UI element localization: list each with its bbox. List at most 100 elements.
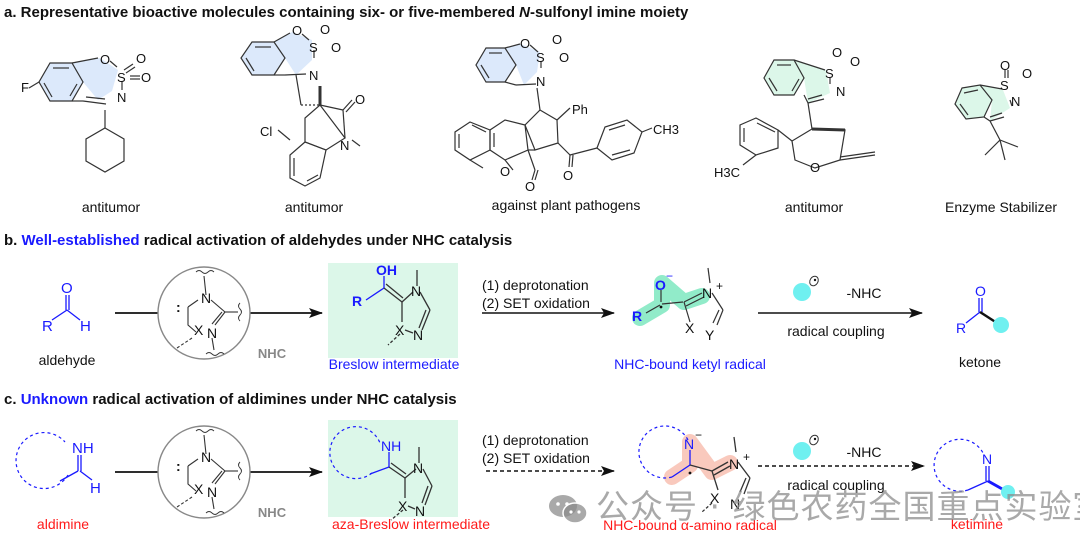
atom-n: N [836,84,845,99]
molecule-2-atoms: O S O O N O N Cl [260,22,365,153]
breslow-box [328,263,458,358]
molecule-1-atoms: O S O O N F [21,51,151,105]
atom-n: N [1011,94,1020,109]
atom-o: O [292,23,302,38]
condition-set-oxidation: (2) SET oxidation [482,450,590,466]
atom-o: O [61,280,73,297]
atom-o: O [552,32,562,47]
atom-r: R [352,293,362,309]
amino-radical-label: NHC-bound α-amino radical [603,517,777,533]
section-a-italic: N [519,4,531,21]
molecule-2-label: antitumor [284,199,344,215]
atom-o: O [141,70,151,85]
aza-breslow-box [328,420,458,517]
atom-n: N [207,325,217,341]
section-b-suffix: radical activation of aldehydes under NH… [139,232,513,249]
atom-n: N [201,449,211,465]
molecule-5-label: Enzyme Stabilizer [944,199,1058,215]
atom-o: O [559,50,569,65]
molecule-1 [28,57,140,173]
carbene-lone-pair: : [176,299,181,315]
watermark: 公众号 · 绿色农药全国重点实验室 [548,480,1080,528]
molecule-2 [240,32,361,187]
molecule-4-label: antitumor [784,199,844,215]
radical-reagent-c [793,434,819,460]
atom-o: O [832,45,842,60]
wechat-icon [549,494,588,524]
condition-deprotonation: (1) deprotonation [482,277,589,293]
molecule-3 [454,43,653,181]
aza-breslow: NH N X N [329,426,433,521]
atom-h3c: H3C [714,165,740,180]
atom-y: Y [705,327,715,343]
atom-o: O [525,179,535,194]
atom-s: S [536,50,545,65]
ketimine-label: ketimine [950,516,1004,532]
atom-o: O [520,36,530,51]
aldehyde-label: aldehyde [38,352,96,368]
molecule-3-label: against plant pathogens [491,197,641,213]
atom-o: O [850,54,860,69]
charge-plus: + [716,279,723,293]
ketone: O R [956,283,1009,336]
atom-oh: OH [376,262,397,278]
charge-minus: − [695,428,702,442]
atom-nh: NH [72,440,94,457]
atom-n: N [309,68,318,83]
atom-x: X [194,322,204,338]
conditions-b: (1) deprotonation (2) SET oxidation [482,276,590,312]
atom-o: O [136,51,146,66]
aza-breslow-label: aza-Breslow intermediate [332,516,490,532]
atom-x: X [194,481,204,497]
atom-r: R [956,320,966,336]
section-c-prefix: c. [4,391,21,408]
aldimine: NH H [15,431,101,497]
atom-o: O [500,164,510,179]
atom-s: S [117,70,126,85]
ketone-label: ketone [958,354,1002,370]
section-c-header: c. Unknown radical activation of aldimin… [4,391,457,408]
atom-r: R [42,318,53,335]
aldehyde-atoms: O R H [42,280,91,335]
atom-cl: Cl [260,124,272,139]
condition-deprotonation: (1) deprotonation [482,432,589,448]
atom-o: O [563,168,573,183]
atom-n: N [684,436,694,452]
molecule-5 [954,70,1019,161]
atom-o: O [655,277,666,293]
atom-ch3: CH3 [653,122,679,137]
atom-o: O [355,92,365,107]
ketyl-radical: O − R N + X Y [632,267,724,343]
nhc-c: N X N : [157,425,251,519]
atom-n: N [415,503,425,519]
atom-o: O [100,52,110,67]
atom-n: N [536,74,545,89]
ketimine: N [933,438,1015,499]
atom-nh: NH [381,438,401,454]
molecule-4-atoms: O S O N O H3C [714,45,860,180]
section-a-prefix: a. Representative bioactive molecules co… [4,4,520,21]
section-c-highlight: Unknown [20,391,89,408]
atom-h: H [80,318,91,335]
section-b-header: b. Well-established radical activation o… [4,232,512,249]
carbene-lone-pair: : [176,458,181,474]
atom-s: S [1000,78,1009,93]
section-c-suffix: radical activation of aldimines under NH… [88,391,457,408]
section-a-header: a. Representative bioactive molecules co… [4,4,688,21]
atom-o: O [1000,58,1010,73]
radical-reagent-b [793,275,819,301]
atom-x: X [395,322,405,338]
coupling-top-c: -NHC [846,444,882,460]
atom-n: N [413,460,423,476]
atom-n: N [201,290,211,306]
atom-o: O [331,40,341,55]
atom-n: N [117,90,126,105]
molecule-3-atoms: O S O O N Ph CH3 O O O [500,32,679,194]
atom-o: O [975,283,986,299]
atom-n: N [702,285,712,301]
section-a-suffix: -sulfonyl imine moiety [530,4,689,21]
coupling-bottom-c: radical coupling [787,477,885,493]
aldehyde [51,295,81,321]
molecule-5-atoms: O S O N [1000,58,1032,109]
